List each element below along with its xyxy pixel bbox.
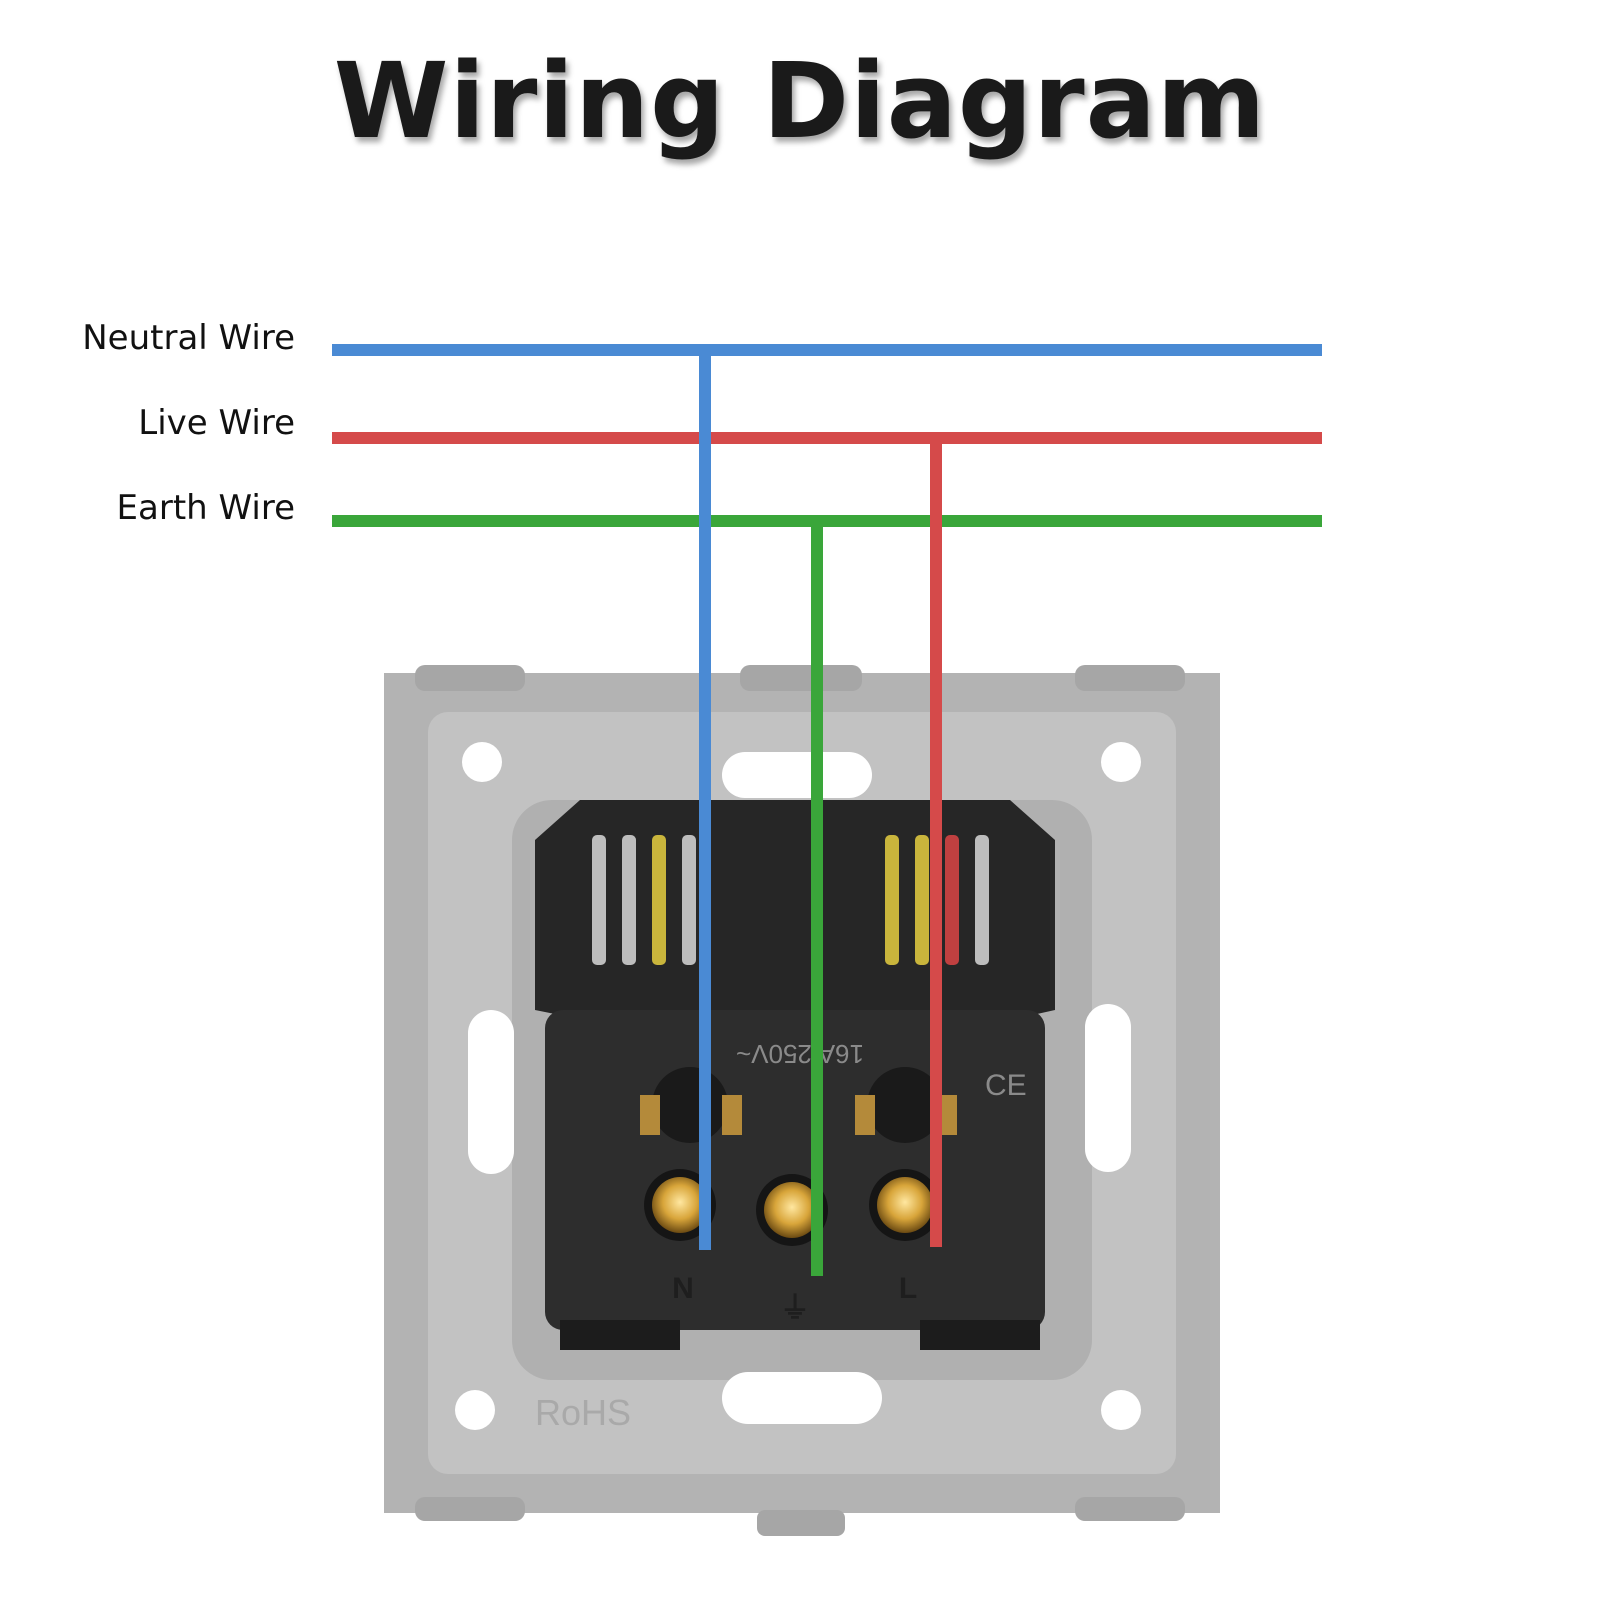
live-terminal-mark: L: [899, 1272, 917, 1305]
neutral-wire-label: Neutral Wire: [82, 318, 295, 358]
mounting-hole: [455, 1390, 495, 1430]
vent-slots: [592, 835, 989, 965]
mounting-slot: [722, 1372, 882, 1424]
plug-contact: [867, 1067, 943, 1143]
live-wire-label: Live Wire: [138, 403, 295, 443]
mounting-hole: [1101, 742, 1141, 782]
plug-contact: [652, 1067, 728, 1143]
earth-terminal-mark: ⏚: [780, 1292, 810, 1325]
earth-wire-label: Earth Wire: [116, 488, 295, 528]
mounting-hole: [1101, 1390, 1141, 1430]
frame-rohs-marking: RoHS: [535, 1392, 631, 1433]
live-terminal-screw: [877, 1177, 933, 1233]
neutral-terminal-mark: N: [672, 1272, 694, 1305]
socket-module: 16A 250V~ CE N ⏚ L: [535, 800, 1055, 1350]
mounting-slot: [1085, 1004, 1131, 1172]
mounting-slot: [722, 752, 872, 798]
neutral-terminal-screw: [652, 1177, 708, 1233]
earth-terminal-screw: [764, 1182, 820, 1238]
socket-rating: 16A 250V~: [736, 1039, 864, 1069]
page-title: Wiring Diagram: [333, 40, 1267, 162]
mounting-hole: [462, 742, 502, 782]
ce-marking: CE: [985, 1069, 1027, 1102]
mounting-slot: [468, 1010, 514, 1174]
